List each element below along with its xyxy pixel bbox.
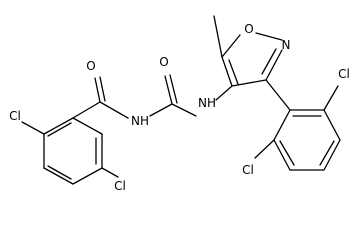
bond-cl4 bbox=[254, 139, 275, 159]
bond-isoxazole-phenyl bbox=[265, 79, 291, 111]
atom-o-carbonyl-left: O bbox=[86, 59, 95, 73]
bond-cl1 bbox=[21, 121, 45, 135]
bond-cl2 bbox=[101, 167, 119, 178]
atom-nh-right: NH bbox=[198, 96, 216, 110]
structure-diagram: O NH O NH O N Cl Cl Cl Cl bbox=[9, 15, 350, 193]
bond-methyl bbox=[213, 15, 223, 58]
bond-cl3 bbox=[323, 85, 339, 111]
atom-o-ring: O bbox=[244, 22, 253, 36]
atom-o-carbonyl-right: O bbox=[159, 55, 168, 69]
right-benzene-ring bbox=[273, 109, 341, 171]
atom-cl-1: Cl bbox=[9, 109, 21, 123]
atom-cl-3: Cl bbox=[338, 67, 350, 81]
isoxazole-ring bbox=[221, 32, 283, 87]
bond-ring-carbonyl bbox=[72, 101, 101, 119]
left-benzene-ring bbox=[43, 117, 103, 185]
atom-cl-2: Cl bbox=[114, 179, 126, 193]
atom-n-ring: N bbox=[282, 38, 291, 52]
atom-nh-left: NH bbox=[131, 114, 149, 128]
molecule-drawing: O NH O NH O N Cl Cl Cl Cl bbox=[9, 15, 350, 193]
atom-cl-4: Cl bbox=[242, 163, 254, 177]
